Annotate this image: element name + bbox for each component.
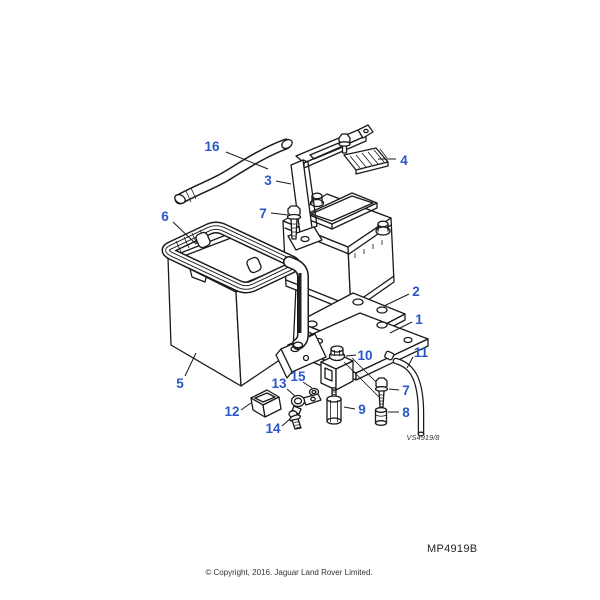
drain-tube bbox=[392, 357, 425, 437]
callout-5: 5 bbox=[176, 376, 184, 391]
callout-10: 10 bbox=[357, 348, 372, 363]
callout-15: 15 bbox=[290, 369, 306, 384]
callout-numbers: 16 3 4 7 6 2 1 10 11 5 15 13 12 14 9 7 8 bbox=[161, 139, 428, 436]
bolt-lower bbox=[374, 377, 389, 408]
callout-3: 3 bbox=[264, 173, 272, 188]
tray-front-block bbox=[320, 353, 354, 391]
rubber-frame bbox=[161, 221, 309, 350]
battery-terminal-right bbox=[375, 220, 391, 236]
spacer-9 bbox=[326, 387, 342, 425]
cap-12 bbox=[250, 389, 282, 418]
drawing-reference: VS4919/8 bbox=[407, 433, 441, 442]
clamp-bracket bbox=[287, 124, 374, 251]
figure-code: MP4919B bbox=[427, 543, 478, 555]
callout-4: 4 bbox=[400, 153, 408, 168]
tube-fitting bbox=[384, 350, 395, 361]
leader-lines bbox=[172, 151, 414, 427]
callout-12: 12 bbox=[224, 404, 239, 419]
copyright-notice: © Copyright, 2016. Jaguar Land Rover Lim… bbox=[205, 568, 373, 577]
callout-9: 9 bbox=[358, 402, 366, 417]
callout-6: 6 bbox=[161, 209, 169, 224]
callout-8: 8 bbox=[402, 405, 410, 420]
callout-13: 13 bbox=[271, 376, 287, 391]
frame-drop-arm bbox=[283, 256, 309, 350]
bracket-bolt bbox=[338, 133, 351, 154]
callout-14: 14 bbox=[265, 421, 281, 436]
battery-tray bbox=[275, 312, 429, 391]
screw-14 bbox=[288, 410, 302, 430]
battery-cell-cover bbox=[306, 192, 378, 230]
vent-hose bbox=[174, 138, 293, 205]
callout-2: 2 bbox=[412, 284, 420, 299]
insulation-pad bbox=[343, 147, 389, 175]
callout-7-upper: 7 bbox=[259, 206, 267, 221]
callout-16: 16 bbox=[204, 139, 220, 154]
spacer-8 bbox=[374, 407, 388, 426]
bolt-upper bbox=[286, 205, 302, 240]
callout-1: 1 bbox=[415, 312, 423, 327]
callout-7-lower: 7 bbox=[402, 383, 410, 398]
flanged-nut-10 bbox=[328, 345, 346, 362]
callout-11: 11 bbox=[414, 345, 429, 360]
clamp-13 bbox=[290, 393, 322, 415]
